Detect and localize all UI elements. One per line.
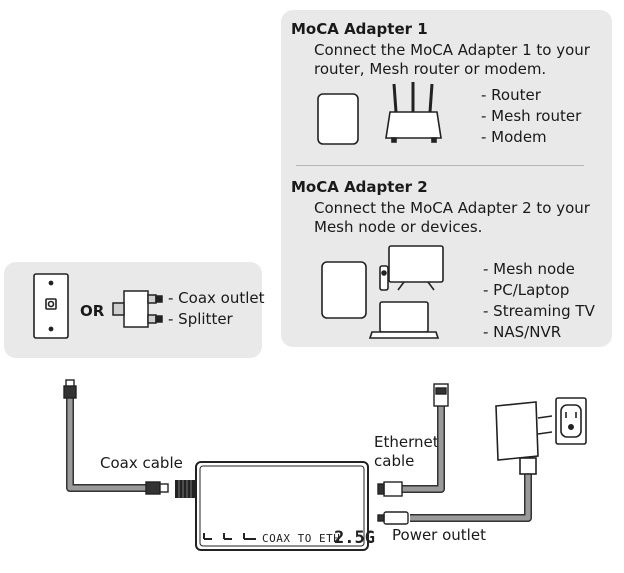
adapter2-desc-line2: Mesh node or devices. [314, 218, 483, 236]
ethernet-cable-label-line1: Ethernet [374, 433, 439, 451]
adapter1-title: MoCA Adapter 1 [291, 20, 428, 38]
laptop-icon [368, 301, 440, 339]
tv-icon [388, 245, 444, 291]
coax-connector-top [63, 379, 77, 399]
moca-device-icon [195, 461, 369, 551]
ethernet-connector-device [377, 481, 403, 497]
coax-outlet-icon [33, 273, 69, 339]
adapter1-item-router: - Router [481, 86, 541, 104]
adapter2-desc-line1: Connect the MoCA Adapter 2 to your [314, 199, 590, 217]
adapter1-item-modem: - Modem [481, 128, 547, 146]
device-label-speed: 2.5G [334, 528, 375, 548]
router-icon [385, 82, 442, 143]
coax-item-outlet: - Coax outlet [168, 289, 265, 307]
coax-cable [66, 396, 148, 492]
adapter2-item-mesh-node: - Mesh node [483, 260, 575, 278]
power-cable [410, 474, 532, 522]
wall-outlet-icon [555, 397, 587, 445]
streaming-stick-icon [379, 265, 389, 291]
adapter1-desc-line2: router, Mesh router or modem. [314, 60, 547, 78]
power-outlet-label: Power outlet [392, 526, 486, 544]
ethernet-cable-label-line2: cable [374, 452, 415, 470]
adapter2-item-nas-nvr: - NAS/NVR [483, 323, 562, 341]
mesh-node-icon [321, 261, 367, 319]
coax-item-splitter: - Splitter [168, 310, 233, 328]
coax-connector-side [145, 481, 169, 495]
device-coax-port [175, 480, 197, 498]
adapter1-item-mesh-router: - Mesh router [481, 107, 582, 125]
adapter2-item-streaming-tv: - Streaming TV [483, 302, 595, 320]
adapter2-title: MoCA Adapter 2 [291, 178, 428, 196]
mesh-router-icon [317, 93, 359, 145]
ethernet-connector-top [433, 383, 449, 407]
panel-divider [296, 165, 584, 166]
ethernet-cable [400, 406, 445, 493]
or-label: OR [80, 302, 105, 320]
splitter-icon [112, 290, 163, 328]
power-plug-connector [377, 511, 409, 525]
adapter2-item-pc-laptop: - PC/Laptop [483, 281, 570, 299]
device-label-main: COAX TO ETH [262, 532, 340, 545]
adapter1-desc-line1: Connect the MoCA Adapter 1 to your [314, 41, 590, 59]
coax-cable-label: Coax cable [100, 454, 183, 472]
power-adapter-icon [495, 401, 553, 475]
